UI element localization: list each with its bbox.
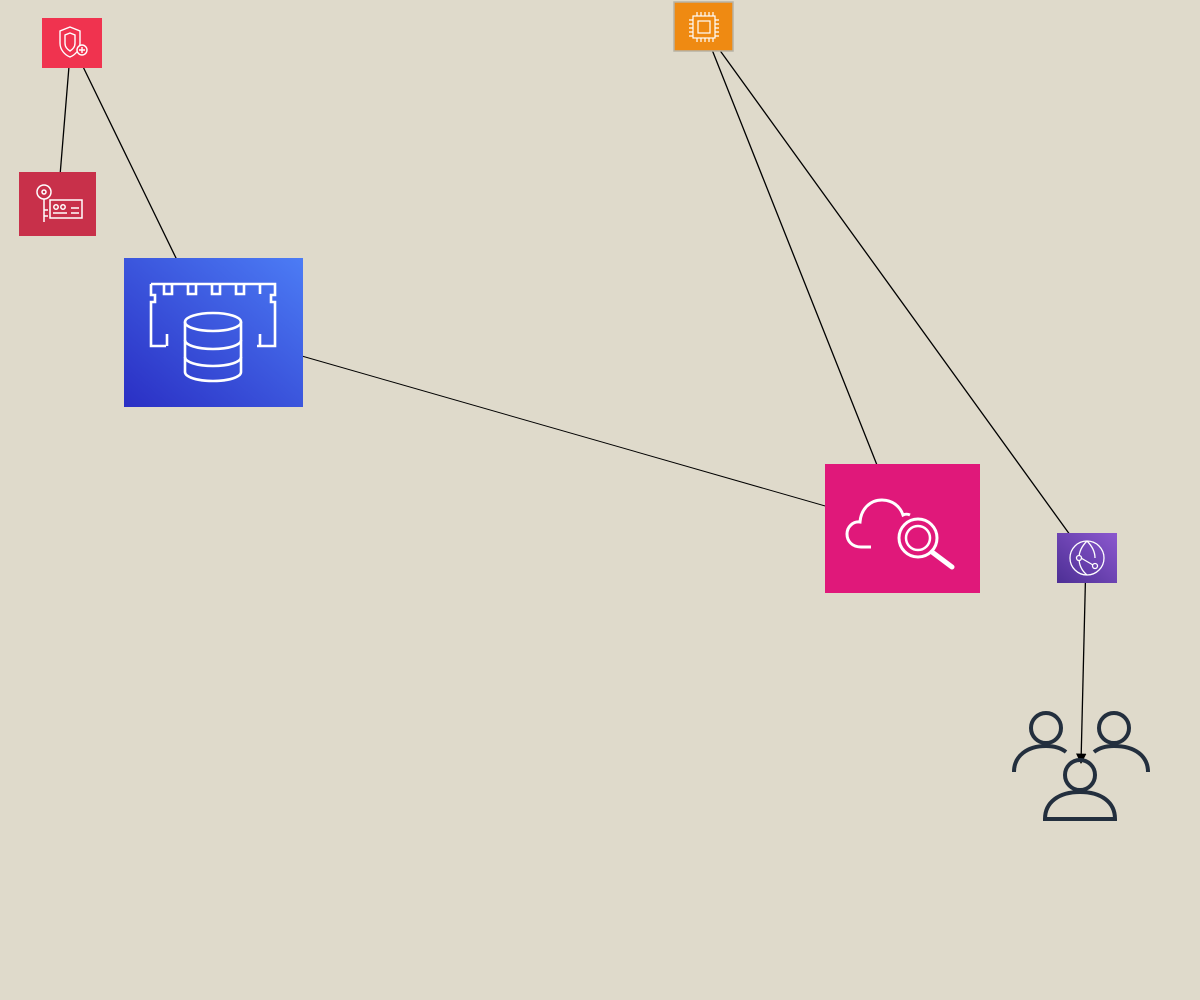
connections xyxy=(53,26,1091,765)
shield-icon xyxy=(59,26,88,58)
edge-cloud-search-cpu xyxy=(701,26,904,529)
shield-node[interactable] xyxy=(42,18,102,68)
key-node[interactable] xyxy=(19,172,96,236)
cloud-search-node[interactable] xyxy=(825,464,980,593)
key-card-icon xyxy=(36,184,83,222)
cpu-chip-icon xyxy=(689,12,719,42)
users-group-icon xyxy=(1012,711,1150,821)
edge-cpu-globe xyxy=(702,26,1087,558)
users-node[interactable] xyxy=(1012,711,1150,821)
cloud-search-icon xyxy=(845,498,955,570)
globe-node[interactable] xyxy=(1057,533,1117,583)
edge-globe-users xyxy=(1076,555,1091,765)
globe-network-icon xyxy=(1069,540,1105,576)
memory-database-icon xyxy=(149,282,277,383)
database-node[interactable] xyxy=(124,258,303,407)
cpu-node[interactable] xyxy=(673,1,734,52)
edge-database-cloud-search xyxy=(210,328,903,530)
